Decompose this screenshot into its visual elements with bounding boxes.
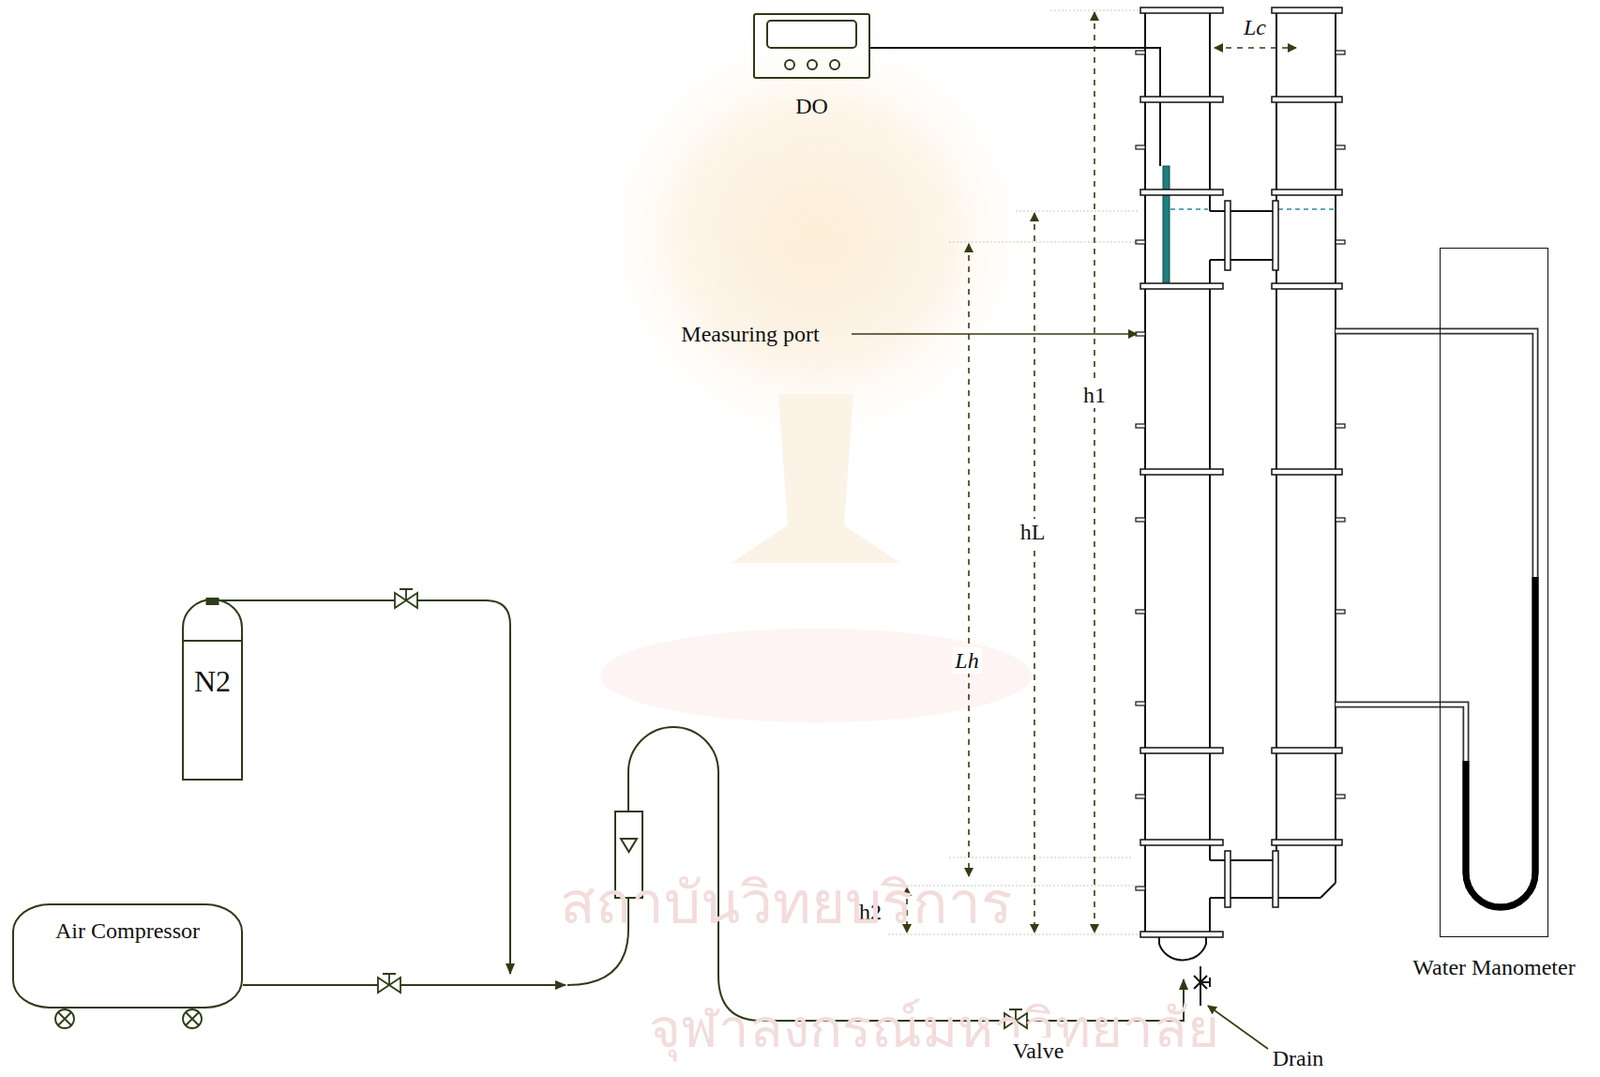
valves xyxy=(377,588,1027,1028)
dimension-label: Lc xyxy=(1243,15,1267,40)
bubble-columns xyxy=(1145,10,1336,1006)
do-meter-parts xyxy=(767,20,1161,167)
ports xyxy=(1135,50,1345,891)
drain-label: Drain xyxy=(1269,1044,1328,1072)
dimension-label: Lh xyxy=(951,647,982,674)
compressor-wheels xyxy=(55,1009,202,1028)
valve-label: Valve xyxy=(1010,1037,1068,1064)
node-text: Water Manometer xyxy=(1412,954,1575,980)
dimension-label: h1 xyxy=(1080,381,1109,408)
node-text: DO xyxy=(795,93,829,119)
gas-piping xyxy=(211,600,1184,1021)
water-manometer: Water Manometer xyxy=(1439,247,1549,937)
node-text: Air Compressor xyxy=(55,918,200,943)
dimension-label: hL xyxy=(1017,518,1049,545)
reference-lines xyxy=(888,10,1139,935)
watermark: สถาบันวิทยบริการ xyxy=(559,871,1012,936)
port-pointer xyxy=(851,332,1137,335)
do-meter: DO xyxy=(753,13,871,79)
node-text: N2 xyxy=(194,664,231,698)
nitrogen-cylinder: N2 xyxy=(181,597,243,781)
manometer-tube xyxy=(1335,331,1536,907)
callout-label: Measuring port xyxy=(680,321,819,347)
watermark-emblem xyxy=(590,18,1042,723)
water-level xyxy=(1170,208,1334,211)
flanges xyxy=(1140,7,1343,937)
watermark: จุฬาลงกรณ์มหาวิทยาลัย xyxy=(649,998,1220,1059)
do-probe xyxy=(1162,166,1170,283)
dimension-arrows xyxy=(906,12,1297,933)
air-compressor: Air Compressor xyxy=(12,903,243,1009)
